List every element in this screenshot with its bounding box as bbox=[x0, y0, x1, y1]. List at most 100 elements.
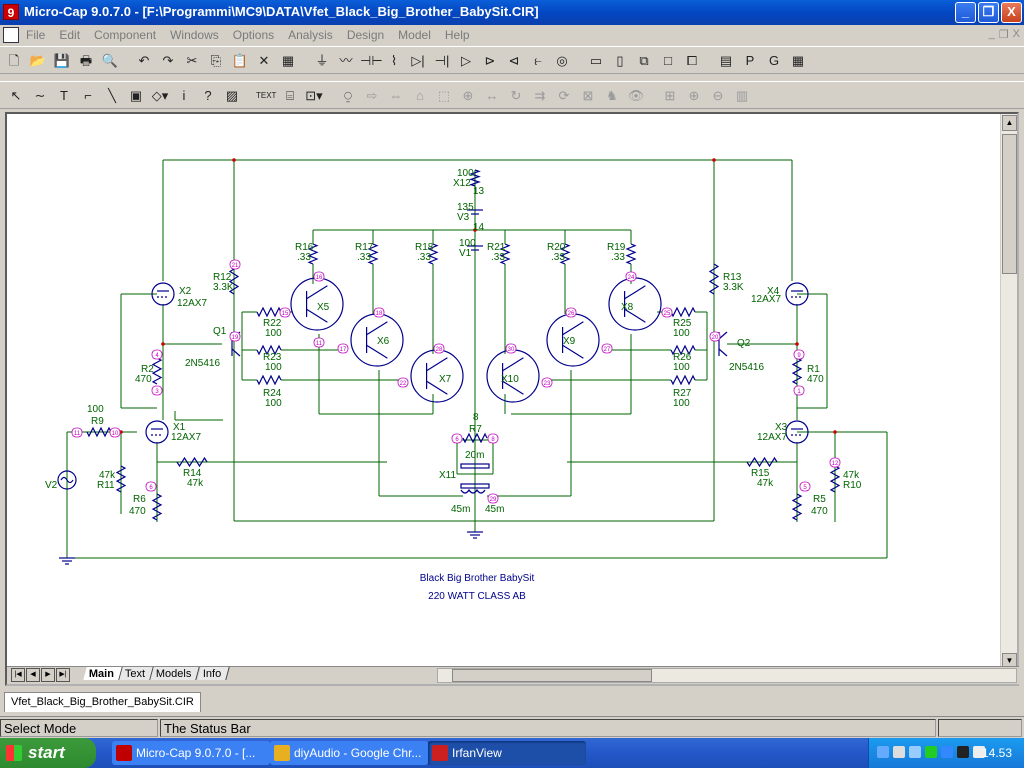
ground-icon[interactable]: ⏚ bbox=[315, 53, 329, 68]
toolbar2-tool-15-icon[interactable]: ⇔ bbox=[389, 88, 403, 103]
minimize-button[interactable]: _ bbox=[955, 2, 976, 23]
power-tray-icon[interactable] bbox=[973, 746, 985, 758]
network-tray-icon[interactable] bbox=[893, 746, 905, 758]
toolbar2-tool-24-icon[interactable]: ♞ bbox=[606, 88, 618, 103]
menu-help[interactable]: Help bbox=[444, 28, 470, 42]
menu-options[interactable]: Options bbox=[232, 28, 275, 42]
last-tab-icon[interactable]: ▶| bbox=[56, 668, 70, 682]
toolbar2-tool-28-icon[interactable]: ⊖ bbox=[712, 88, 724, 103]
first-tab-icon[interactable]: |◀ bbox=[11, 668, 25, 682]
horizontal-scroll-thumb[interactable] bbox=[452, 669, 652, 682]
mdi-restore-button[interactable]: ❐ bbox=[998, 29, 1009, 41]
resistor-icon[interactable]: 〰 bbox=[339, 53, 353, 68]
inductor-icon[interactable]: ⌇ bbox=[390, 53, 398, 68]
open-icon[interactable]: 📂 bbox=[29, 53, 47, 68]
mdi-minimize-button[interactable]: _ bbox=[988, 28, 995, 40]
toolbar2-tool-4-icon[interactable]: ╲ bbox=[108, 88, 116, 103]
new-icon[interactable]: 🗋 bbox=[8, 53, 20, 68]
toolbar2-tool-10-icon[interactable]: TEXT bbox=[256, 91, 277, 100]
window2-icon[interactable]: ⧠ bbox=[686, 53, 698, 68]
prev-tab-icon[interactable]: ◀ bbox=[26, 668, 40, 682]
toolbar2-tool-8-icon[interactable]: ? bbox=[204, 88, 212, 103]
horizontal-scrollbar[interactable] bbox=[437, 668, 1017, 683]
maximize-button[interactable]: ❐ bbox=[978, 2, 999, 23]
menu-design[interactable]: Design bbox=[346, 28, 385, 42]
toolbar2-tool-27-icon[interactable]: ⊕ bbox=[688, 88, 700, 103]
toolbar2-tool-7-icon[interactable]: i bbox=[182, 88, 186, 103]
paste-icon[interactable]: 📋 bbox=[231, 53, 249, 68]
print-icon[interactable]: 🖶 bbox=[79, 53, 93, 68]
document-icon[interactable] bbox=[3, 27, 19, 43]
diode-icon[interactable]: ▷| bbox=[411, 53, 425, 68]
toolbar2-tool-3-icon[interactable]: ⌐ bbox=[84, 88, 92, 103]
g-icon[interactable]: G bbox=[768, 53, 780, 68]
toolbar2-tool-20-icon[interactable]: ↻ bbox=[510, 88, 522, 103]
undo-icon[interactable]: ↶ bbox=[138, 53, 150, 68]
computer-tray-icon[interactable] bbox=[909, 746, 921, 758]
toolbar2-tool-0-icon[interactable]: ↖ bbox=[10, 88, 22, 103]
toolbar2-tool-14-icon[interactable]: ⇨ bbox=[366, 88, 378, 103]
menu-component[interactable]: Component bbox=[94, 28, 157, 42]
print-preview-icon[interactable]: 🔍 bbox=[101, 53, 119, 68]
source-icon[interactable]: ◎ bbox=[556, 53, 568, 68]
capacitor-icon[interactable]: ⊣⊢ bbox=[360, 53, 383, 68]
toolbar2-tool-22-icon[interactable]: ⟳ bbox=[558, 88, 570, 103]
toolbar2-tool-6-icon[interactable]: ◇▾ bbox=[151, 88, 169, 103]
document-tab[interactable]: Vfet_Black_Big_Brother_BabySit.CIR bbox=[4, 692, 201, 712]
copy-icon[interactable]: ⎘ bbox=[210, 53, 222, 68]
tab-info[interactable]: Info bbox=[196, 667, 230, 680]
toolbar2-tool-23-icon[interactable]: ⊠ bbox=[582, 88, 594, 103]
npn-icon[interactable]: ⊳ bbox=[484, 53, 496, 68]
toolbar2-tool-21-icon[interactable]: ⇉ bbox=[534, 88, 546, 103]
select-all-icon[interactable]: ▦ bbox=[281, 53, 295, 68]
safe-remove-tray-icon[interactable] bbox=[925, 746, 937, 758]
menu-file[interactable]: File bbox=[26, 28, 46, 42]
window-icon[interactable]: □ bbox=[664, 53, 672, 68]
cut-icon[interactable]: ✂ bbox=[186, 53, 198, 68]
bluetooth-tray-icon[interactable] bbox=[941, 746, 953, 758]
tile-v-icon[interactable]: ▯ bbox=[616, 53, 624, 68]
toolbar2-tool-11-icon[interactable]: ⌸ bbox=[286, 88, 294, 103]
vertical-scrollbar[interactable]: ▲ ▼ bbox=[1000, 114, 1017, 670]
security-tray-icon[interactable] bbox=[957, 746, 969, 758]
toolbar2-tool-19-icon[interactable]: ↔ bbox=[485, 88, 499, 103]
task-button[interactable]: Micro-Cap 9.0.7.0 - [... bbox=[112, 741, 270, 765]
redo-icon[interactable]: ↷ bbox=[162, 53, 174, 68]
toolbar2-tool-17-icon[interactable]: ⬚ bbox=[437, 88, 451, 103]
opamp-icon[interactable]: ▷ bbox=[461, 53, 471, 68]
menu-model[interactable]: Model bbox=[398, 28, 431, 42]
battery-icon[interactable]: ⊣| bbox=[434, 53, 450, 68]
scroll-up-icon[interactable]: ▲ bbox=[1002, 115, 1017, 131]
pnp-icon[interactable]: ⊲ bbox=[508, 53, 520, 68]
tab-models[interactable]: Models bbox=[150, 667, 201, 680]
menu-edit[interactable]: Edit bbox=[59, 28, 81, 42]
menu-analysis[interactable]: Analysis bbox=[288, 28, 333, 42]
jfet-icon[interactable]: ⥼ bbox=[534, 53, 542, 68]
toolbar2-tool-26-icon[interactable]: ⊞ bbox=[664, 88, 676, 103]
toolbar2-tool-16-icon[interactable]: ⌂ bbox=[416, 88, 424, 103]
vertical-scroll-thumb[interactable] bbox=[1002, 134, 1017, 274]
close-button[interactable]: X bbox=[1001, 2, 1022, 23]
p-icon[interactable]: P bbox=[745, 53, 755, 68]
toolbar2-tool-5-icon[interactable]: ▣ bbox=[129, 88, 143, 103]
next-tab-icon[interactable]: ▶ bbox=[41, 668, 55, 682]
mdi-close-button[interactable]: X bbox=[1012, 28, 1020, 40]
app-icon[interactable]: 9 bbox=[3, 4, 19, 20]
toolbar2-tool-1-icon[interactable]: ∼ bbox=[34, 88, 46, 103]
toolbar2-tool-13-icon[interactable]: ⍜ bbox=[344, 88, 352, 103]
toolbar2-tool-29-icon[interactable]: ▥ bbox=[735, 88, 749, 103]
cascade-icon[interactable]: ⧉ bbox=[639, 53, 649, 68]
tab-text[interactable]: Text bbox=[119, 667, 154, 680]
toolbar2-tool-25-icon[interactable]: 👁 bbox=[627, 88, 645, 103]
task-button[interactable]: diyAudio - Google Chr... bbox=[270, 741, 428, 765]
toolbar2-tool-12-icon[interactable]: ⊡▾ bbox=[305, 88, 323, 103]
calculator-icon[interactable]: ▤ bbox=[719, 53, 733, 68]
start-button[interactable]: start bbox=[0, 738, 96, 768]
tile-h-icon[interactable]: ▭ bbox=[589, 53, 603, 68]
toolbar2-tool-9-icon[interactable]: ▨ bbox=[225, 88, 239, 103]
menu-windows[interactable]: Windows bbox=[170, 28, 219, 42]
save-icon[interactable]: 💾 bbox=[53, 53, 71, 68]
task-button[interactable]: IrfanView bbox=[428, 741, 586, 765]
component-editor-icon[interactable]: ▦ bbox=[791, 53, 805, 68]
